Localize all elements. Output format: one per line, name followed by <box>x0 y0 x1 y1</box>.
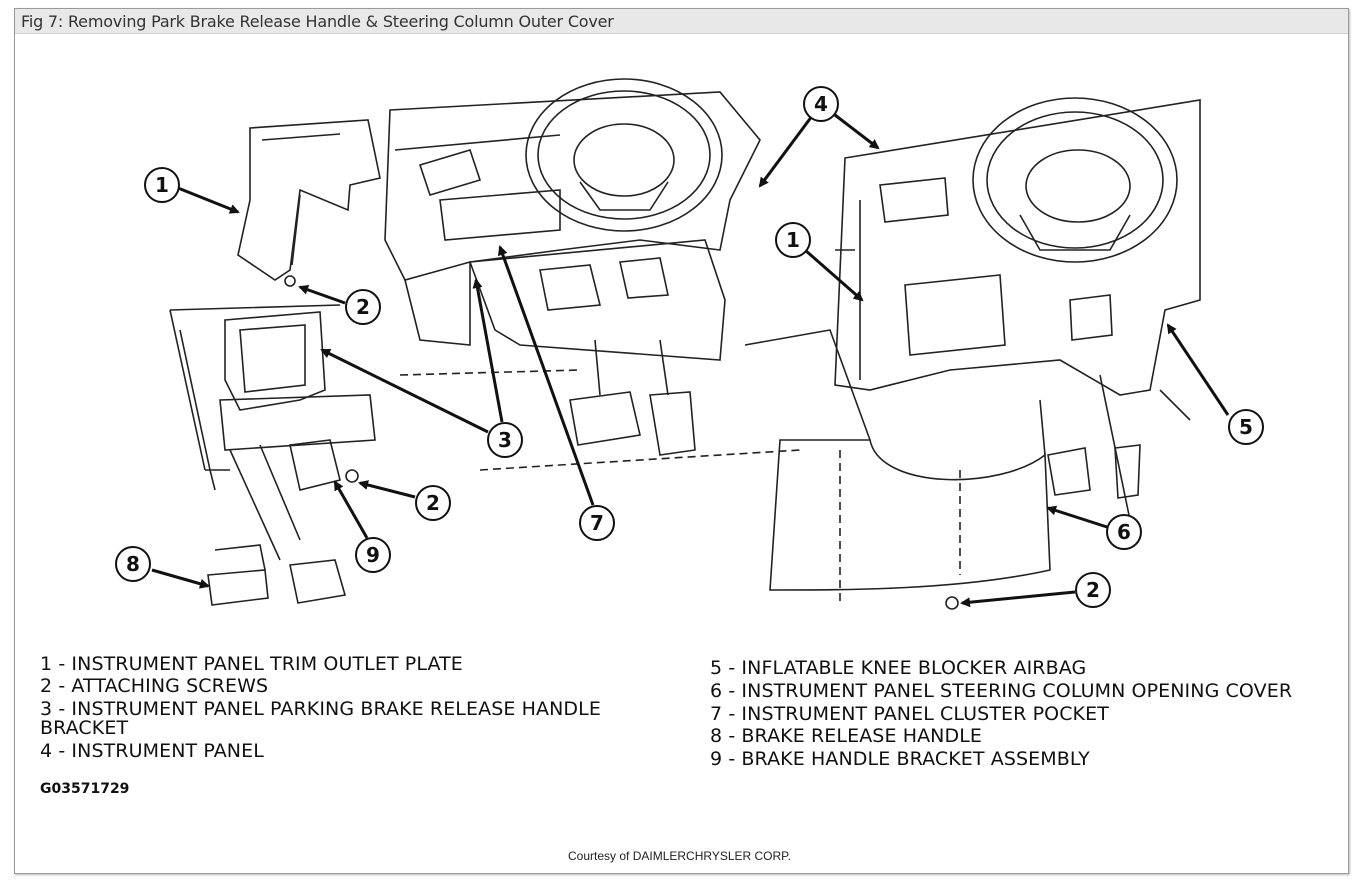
svg-text:6: 6 <box>1117 520 1131 544</box>
legend-item-8: 8 - BRAKE RELEASE HANDLE <box>710 725 983 747</box>
callout-3: 3 <box>487 422 523 458</box>
callout-2-lower-left: 2 <box>415 485 451 521</box>
legend-item-4: 4 - INSTRUMENT PANEL <box>40 740 264 762</box>
figure-title: Fig 7: Removing Park Brake Release Handl… <box>21 12 614 31</box>
callout-1: 1 <box>144 167 180 203</box>
right-steering-wheel <box>972 97 1178 263</box>
callout-9: 9 <box>355 537 391 573</box>
callout-1-right: 1 <box>775 222 811 258</box>
credit-line: Courtesy of DAIMLERCHRYSLER CORP. <box>568 849 791 863</box>
callout-2-right: 2 <box>1075 572 1111 608</box>
steering-column-cover <box>769 439 1051 591</box>
legend-item-7: 7 - INSTRUMENT PANEL CLUSTER POCKET <box>710 703 1109 725</box>
legend-item-3: 3 - INSTRUMENT PANEL PARKING BRAKE RELEA… <box>40 698 601 720</box>
legend-item-5: 5 - INFLATABLE KNEE BLOCKER AIRBAG <box>710 657 1087 679</box>
svg-text:2: 2 <box>356 295 370 319</box>
svg-text:7: 7 <box>590 511 604 535</box>
right-dashboard <box>834 99 1201 396</box>
left-brake-pedal <box>569 391 641 446</box>
legend-item-1: 1 - INSTRUMENT PANEL TRIM OUTLET PLATE <box>40 653 463 675</box>
svg-text:2: 2 <box>426 491 440 515</box>
left-steering-wheel <box>525 78 723 232</box>
leader-arrows <box>151 111 1230 608</box>
brake-release-handle <box>207 569 269 606</box>
callout-7: 7 <box>579 505 615 541</box>
svg-text:1: 1 <box>786 228 800 252</box>
svg-text:1: 1 <box>155 173 169 197</box>
brake-handle-bracket <box>289 439 341 491</box>
svg-text:9: 9 <box>366 543 380 567</box>
right-dash-drawing <box>744 97 1201 610</box>
svg-text:2: 2 <box>1086 578 1100 602</box>
svg-text:5: 5 <box>1239 415 1253 439</box>
svg-text:4: 4 <box>814 92 828 116</box>
svg-text:8: 8 <box>126 552 140 576</box>
left-dash-drawing <box>169 78 801 606</box>
callout-5: 5 <box>1228 409 1264 445</box>
legend-item-2: 2 - ATTACHING SCREWS <box>40 675 269 697</box>
svg-text:3: 3 <box>498 428 512 452</box>
left-knee-panel <box>468 239 726 361</box>
callout-8: 8 <box>115 546 151 582</box>
figure-frame <box>14 8 1349 874</box>
callout-2-upper-left: 2 <box>345 289 381 325</box>
legend-item-9: 9 - BRAKE HANDLE BRACKET ASSEMBLY <box>710 748 1090 770</box>
left-dashboard <box>384 91 761 281</box>
figure-id: G03571729 <box>40 781 130 797</box>
left-lower-pedal <box>289 559 347 604</box>
callout-6: 6 <box>1106 514 1142 550</box>
parking-brake-bracket <box>224 311 326 411</box>
legend-item-6: 6 - INSTRUMENT PANEL STEERING COLUMN OPE… <box>710 680 1293 702</box>
legend-item-3-continued: BRACKET <box>40 717 129 739</box>
callout-circles: 1 2 3 7 2 9 8 4 <box>115 86 1264 608</box>
title-bar <box>15 9 1348 34</box>
trim-outlet-plate <box>237 119 381 281</box>
callout-4: 4 <box>803 86 839 122</box>
